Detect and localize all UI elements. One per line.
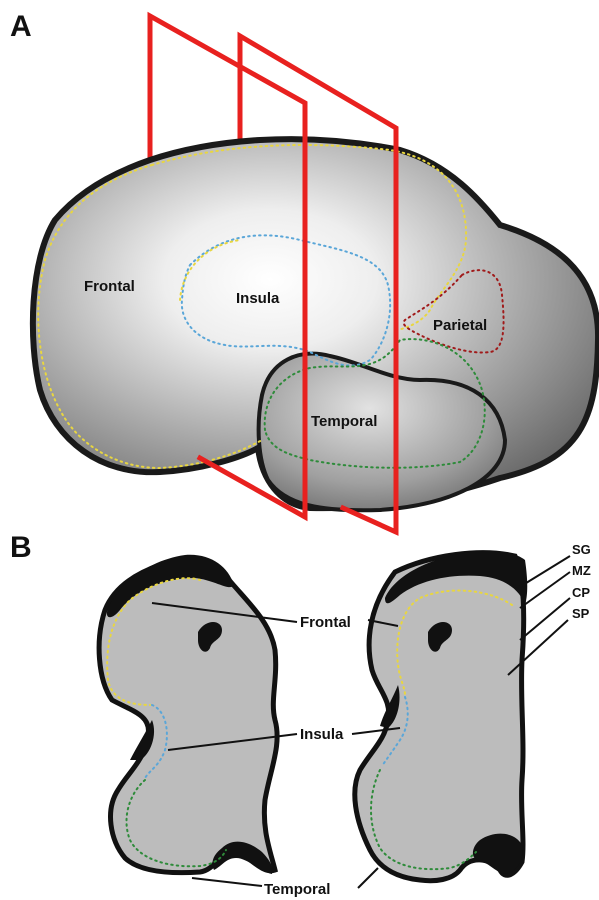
label-insula-b: Insula (300, 726, 344, 743)
label-temporal-a: Temporal (311, 413, 377, 430)
coronal-section-right (355, 551, 527, 881)
label-frontal-b: Frontal (300, 614, 351, 631)
label-insula-a: Insula (236, 290, 280, 307)
panel-a-letter: A (10, 10, 32, 43)
layer-label-sp: SP (572, 606, 590, 621)
layer-label-cp: CP (572, 585, 590, 600)
label-frontal-a: Frontal (84, 278, 135, 295)
layer-label-sg: SG (572, 542, 591, 557)
panel-b-letter: B (10, 531, 32, 564)
coronal-section-left (99, 555, 277, 874)
label-temporal-b: Temporal (264, 881, 330, 898)
layer-label-mz: MZ (572, 563, 591, 578)
label-parietal-a: Parietal (433, 317, 487, 334)
brain-lateral-view (33, 139, 598, 510)
section-right-outline (355, 553, 524, 881)
